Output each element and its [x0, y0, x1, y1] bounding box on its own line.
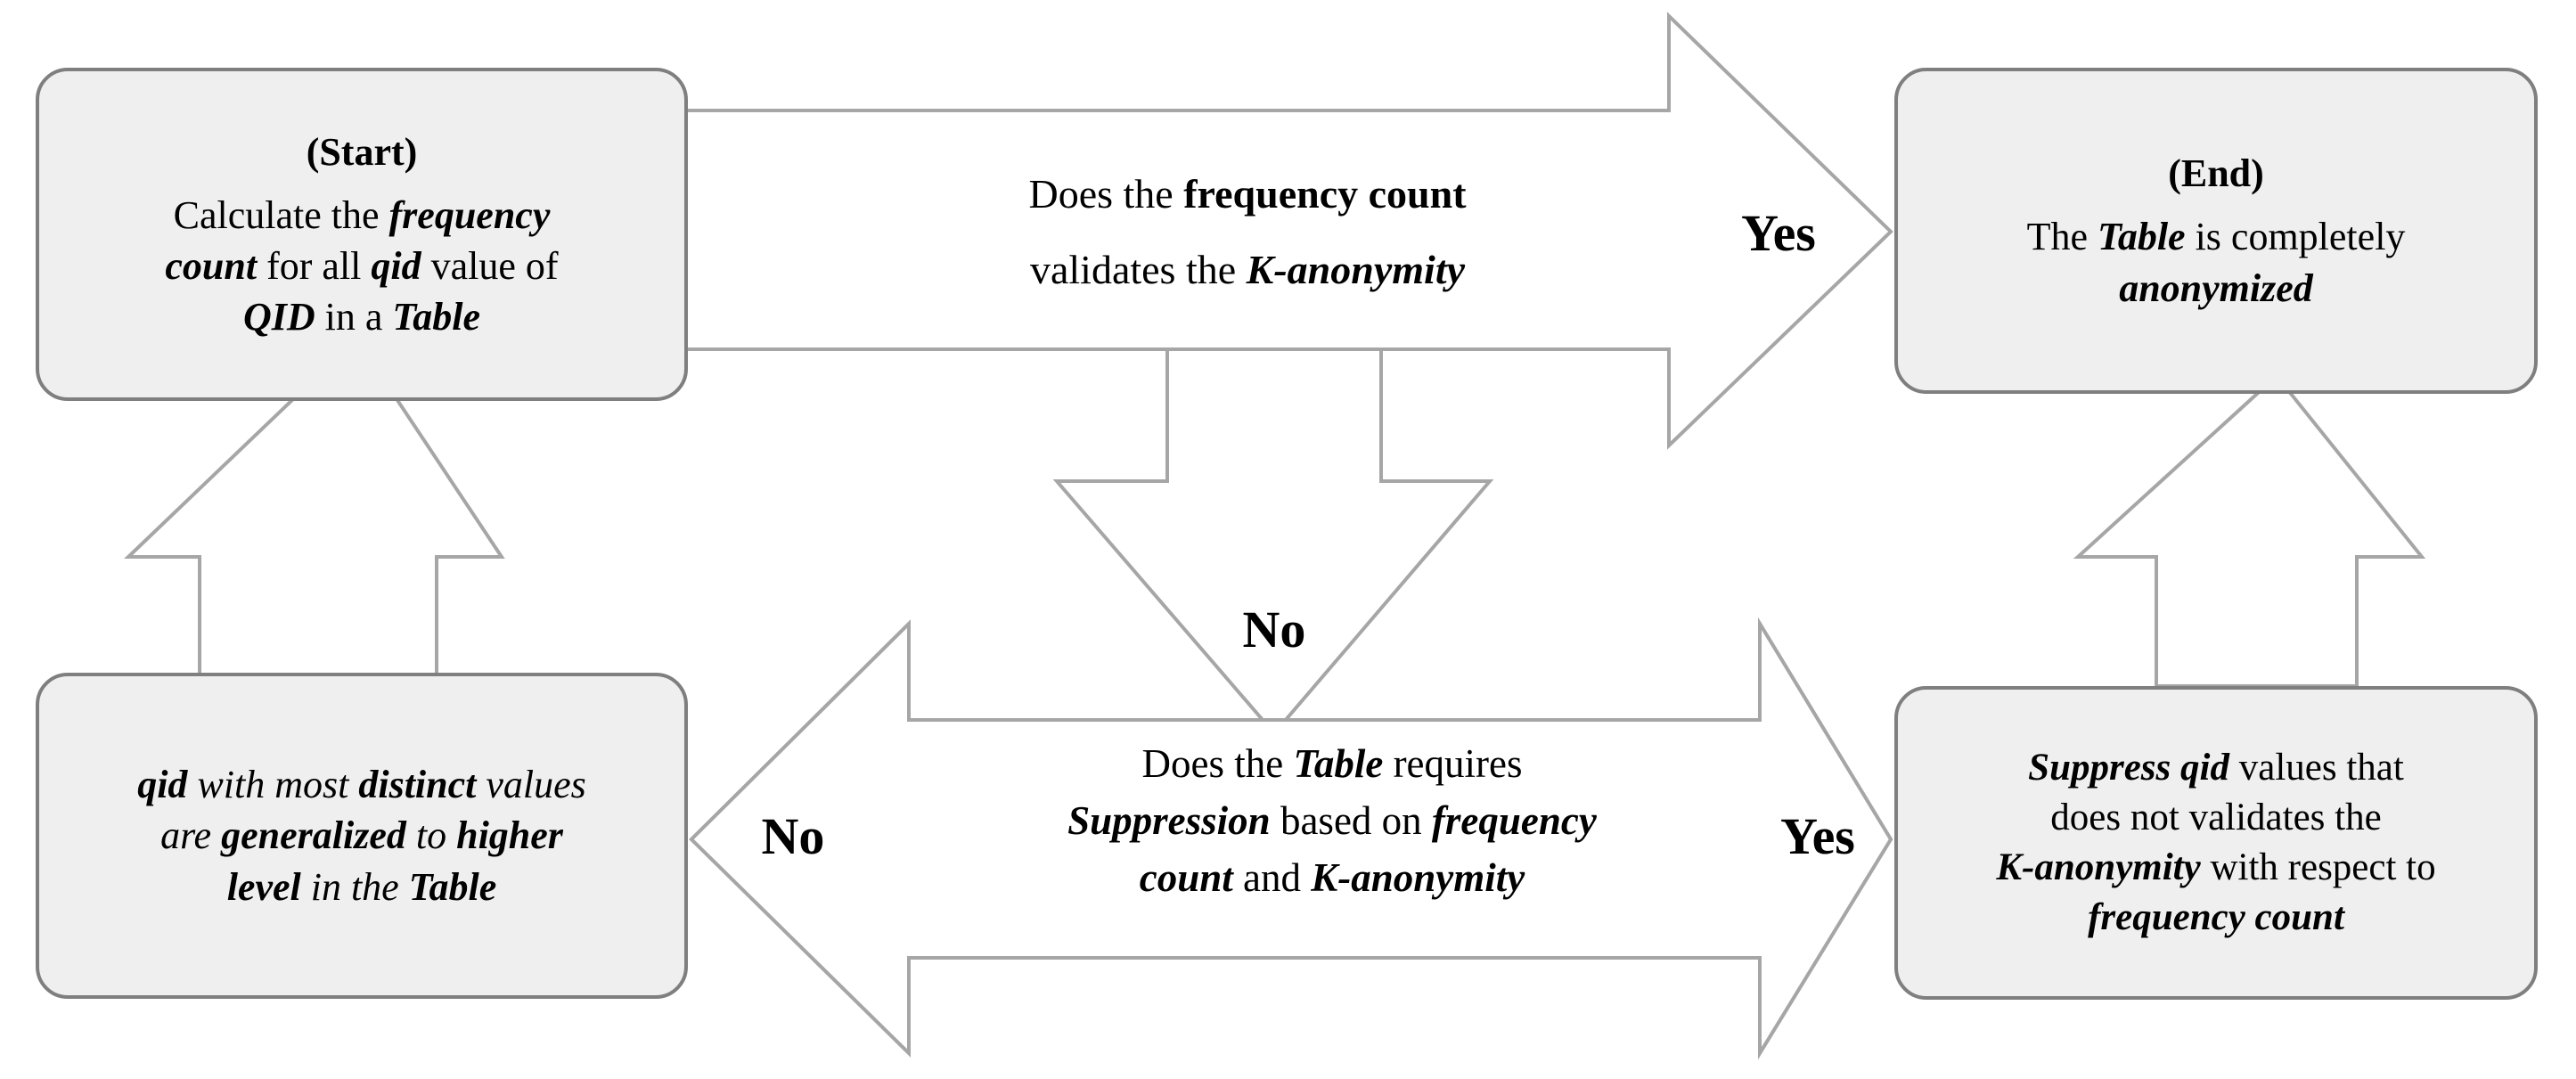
end-node[interactable]: (End) The Table is completely anonymized	[1896, 69, 2536, 392]
arrow-generalize-up	[124, 335, 505, 692]
end-node-shape[interactable]	[1894, 68, 2538, 394]
start-node-line-1: count for all qid value of	[165, 244, 559, 288]
suppress-node-line-2: K-anonymity with respect to	[1996, 846, 2436, 888]
end-node-header: (End)	[2168, 151, 2264, 196]
start-node-shape[interactable]	[36, 68, 688, 401]
generalize-node-line-0: qid with most distinct values	[137, 763, 586, 807]
start-node[interactable]: (Start) Calculate the frequency count fo…	[37, 69, 686, 399]
end-node-line-1: anonymized	[2119, 266, 2313, 310]
decision-suppression-line-1: Suppression based on frequency	[1067, 797, 1597, 843]
decision-frequency-count-line-0: Does the frequency count	[1028, 171, 1467, 217]
edge-label-bottom-yes: Yes	[1780, 807, 1855, 865]
generalize-node-line-2: level in the Table	[226, 864, 497, 909]
decision-suppression-line-0: Does the Table requires	[1141, 741, 1523, 786]
edge-label-top-no: No	[1242, 601, 1306, 658]
suppress-node-line-0: Suppress qid values that	[2028, 747, 2404, 789]
suppress-node[interactable]: Suppress qid values that does not valida…	[1903, 688, 2529, 998]
decision-frequency-count-line-1: validates the K-anonymity	[1029, 247, 1466, 293]
start-node-line-0: Calculate the frequency	[173, 192, 551, 237]
arrow-top-yes	[684, 12, 1893, 450]
bottom-arrow-interior	[912, 723, 1756, 954]
end-node-line-0: The Table is completely	[2026, 215, 2406, 259]
generalize-node-shape[interactable]	[36, 673, 688, 999]
suppress-node-shape[interactable]	[1894, 686, 2538, 1000]
decision-suppression-line-2: count and K-anonymity	[1139, 854, 1525, 900]
suppress-node-line-3: frequency count	[2088, 895, 2344, 938]
decision-suppression: Does the Table requires Suppression base…	[891, 736, 1773, 907]
edge-label-bottom-no: No	[761, 807, 825, 865]
decision-frequency-count: Does the frequency count validates the K…	[802, 165, 1693, 299]
start-node-line-2: QID in a Table	[242, 295, 481, 339]
generalize-node-line-1: are generalized to higher	[160, 813, 563, 858]
suppress-node-line-1: does not validates the	[2050, 797, 2382, 839]
start-node-header: (Start)	[306, 129, 418, 174]
arrow-top-no	[1052, 347, 1494, 737]
arrow-suppress-up	[2073, 373, 2426, 688]
edge-label-top-yes: Yes	[1741, 204, 1816, 262]
generalize-node[interactable]: qid with most distinct values are genera…	[46, 674, 677, 997]
